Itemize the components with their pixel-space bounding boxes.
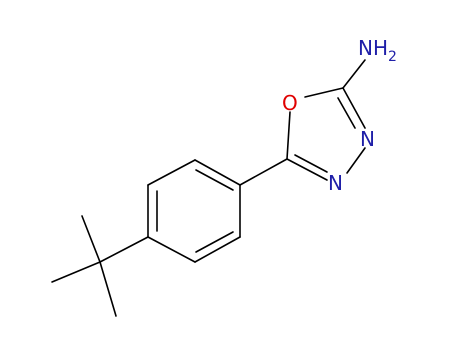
bond-c2-amine [342,59,366,89]
bond-ring-c [194,159,241,186]
bond-ring-c-inner [195,169,234,191]
ring-n4-label: N [328,171,343,195]
ring-oxygen-label: O [282,91,298,115]
bond-aryl-oxadiazole [239,158,288,186]
bond-tbu-methyl-upper [81,215,101,263]
bond-c5-o1 [286,111,291,160]
bond-tbu-methyl-left [51,261,101,283]
bond-tbu-methyl-lower [99,261,117,317]
bond-ring-f [147,236,196,263]
bond-ring-e-inner [195,231,234,253]
bond-ring-b [147,159,196,186]
bond-tbu-aryl [99,236,149,263]
amine-label: NH2 [358,36,397,65]
bond-n4-c5-inner [294,154,328,173]
bond-n4-c5 [286,158,328,181]
bond-c2-n3 [342,87,366,129]
bond-n3-n4 [346,147,366,174]
ring-n3-label: N [360,127,375,151]
bond-ring-e [194,236,241,263]
bond-o1-c2 [304,87,344,98]
bond-c2-n3-inner [337,97,356,129]
